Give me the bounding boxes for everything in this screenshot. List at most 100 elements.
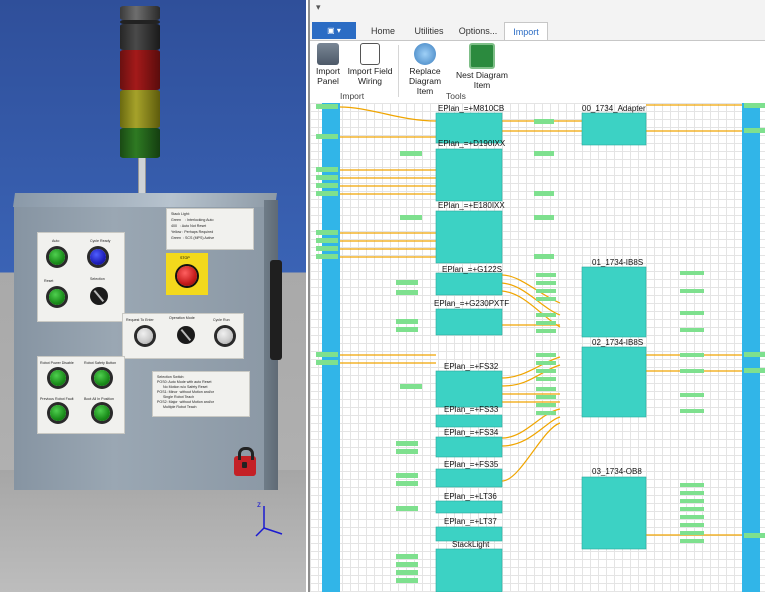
selection-legend-line-7: Multiple Robot Teach [157,405,197,409]
node-boxes [435,112,647,592]
3d-viewport[interactable]: Auto Cycle Ready Reset Selection Stack L… [0,0,306,592]
selection-legend-line-2: POS0: Auto Mode with auto Reset [157,380,212,384]
node-title-ob8[interactable]: 03_1734-OB8 [592,467,642,476]
stack-light-cap [120,6,160,20]
cycle-ready-button[interactable] [90,249,106,265]
node-title-ib8s-1[interactable]: 01_1734-IB8S [592,258,644,267]
label-operation-mode: Operation Mode [169,316,195,320]
node-title-fs35[interactable]: EPlan_=+FS35 [444,460,499,469]
import-panel-icon [317,43,339,65]
ribbon-group-tools-label: Tools [446,91,466,101]
import-field-label-1: Import Field [347,66,393,76]
node-title-g230pxtf[interactable]: EPlan_=+G230PXTF [434,299,510,308]
ribbon-tabs: Home Utilities Options... Import [310,20,765,41]
replace-diagram-item-icon [414,43,436,65]
node-title-fs34[interactable]: EPlan_=+FS34 [444,428,499,437]
ribbon-panel: Import Panel Import Field Wiring Replace… [310,40,765,104]
label-cycle-ready: Cycle Ready [90,239,111,243]
robot-power-disable-button[interactable] [50,370,66,386]
node-title-fs32[interactable]: EPlan_=+FS32 [444,362,499,371]
node-box-lt37 [435,526,503,542]
node-box-ob8 [581,476,647,550]
tab-import[interactable]: Import [504,22,548,41]
nest-diagram-item-button[interactable]: Nest Diagram Item [454,41,510,90]
label-boot-all-in-position: Boot All In Position [84,397,114,401]
estop-plate: STOP [166,253,208,295]
node-box-stacklight [435,548,503,592]
node-title-g122s[interactable]: EPlan_=+G122S [442,265,503,274]
stack-light-yellow-segment [120,90,160,128]
import-panel-label-1: Import [315,66,341,76]
label-auto: Auto [52,239,60,243]
replace-diagram-item-button[interactable]: Replace Diagram Item [400,41,450,96]
tab-utilities[interactable]: Utilities [414,26,444,36]
door-handle [270,260,282,360]
diagram-editor-app: ▾ ▣ ▾ Home Utilities Options... Import I… [308,0,765,592]
label-robot-power-disable: Robot Power Disable [40,361,74,365]
ribbon-group-separator [398,45,399,97]
import-field-wiring-icon [360,43,380,65]
axis-gizmo-icon: z [255,500,283,537]
stack-legend-line-1: Stack Light: [171,212,190,216]
file-menu-button[interactable]: ▣ ▾ [312,22,356,39]
node-title-lt37[interactable]: EPlan_=+LT37 [444,517,497,526]
node-box-ib8s-2 [581,346,647,418]
robot-safety-button[interactable] [94,370,110,386]
quick-access-toolbar: ▾ [310,0,765,20]
left-rail [322,103,340,592]
selection-legend-line-4: POS1: Minor without Motion and/or [157,390,214,394]
node-title-stacklight[interactable]: StackLight [452,540,490,549]
node-box-g122s [435,272,503,296]
node-box-adapter [581,112,647,146]
node-box-fs34 [435,436,503,458]
button-plate-middle: Request To Enter Operation Mode Cycle Ru… [122,313,244,359]
reset-button[interactable] [49,289,65,305]
node-title-d190ixx[interactable]: EPlan_=+D190IXX [438,139,506,148]
node-title-adapter[interactable]: 00_1734_Adapter [582,104,646,113]
wires [339,104,742,536]
ribbon-group-import-label: Import [340,91,365,101]
label-cycle-run: Cycle Run [213,318,230,322]
import-field-wiring-button[interactable]: Import Field Wiring [346,41,394,89]
request-to-enter-button[interactable] [137,328,153,344]
label-selection: Selection [90,277,105,281]
boot-all-in-position-button[interactable] [94,405,110,421]
tab-home[interactable]: Home [370,26,395,36]
tab-options[interactable]: Options... [458,26,498,36]
pins [316,103,765,583]
stack-legend-line-2: Green : Interlocking Auto [171,218,214,222]
node-box-e180ixx [435,210,503,264]
right-rail [742,103,760,592]
quick-access-dropdown-icon[interactable]: ▾ [316,2,321,12]
node-title-e180ixx[interactable]: EPlan_=+E180IXX [438,201,505,210]
operation-mode-switch[interactable] [177,326,195,344]
selection-legend-line-6: POS2: Major without Motion and/or [157,400,214,404]
selection-legend-plate: Selection Switch: POS0: Auto Mode with a… [152,371,250,417]
selection-switch[interactable] [90,287,108,305]
stack-light-ring [120,20,160,24]
diagram-svg [316,103,765,592]
node-title-ib8s-2[interactable]: 02_1734-IB8S [592,338,644,347]
emergency-stop-button[interactable] [177,266,197,286]
node-box-fs35 [435,468,503,488]
node-title-fs33[interactable]: EPlan_=+FS33 [444,405,499,414]
diagram-canvas[interactable]: EPlan_=+M810CB EPlan_=+D190IXX EPlan_=+E… [310,103,765,592]
node-box-d190ixx [435,148,503,202]
stack-light-pole [138,158,146,198]
import-panel-button[interactable]: Import Panel [312,41,344,89]
auto-button[interactable] [49,249,65,265]
import-field-label-2: Wiring [357,76,383,86]
node-box-m810cb [435,112,503,144]
button-plate-top-left: Auto Cycle Ready Reset Selection [37,232,125,322]
node-title-lt36[interactable]: EPlan_=+LT36 [444,492,497,501]
label-request-to-enter: Request To Enter [126,318,154,322]
previous-robot-fault-button[interactable] [50,405,66,421]
node-title-m810cb[interactable]: EPlan_=+M810CB [438,104,505,113]
padlock-icon [234,447,256,476]
svg-text:z: z [257,500,261,509]
replace-label-1: Replace [409,66,441,76]
import-panel-label-2: Panel [317,76,339,86]
stack-light-legend-plate: Stack Light: Green : Interlocking Auto 4… [166,208,254,250]
cycle-run-button[interactable] [217,328,233,344]
cabinet-top [13,193,277,207]
